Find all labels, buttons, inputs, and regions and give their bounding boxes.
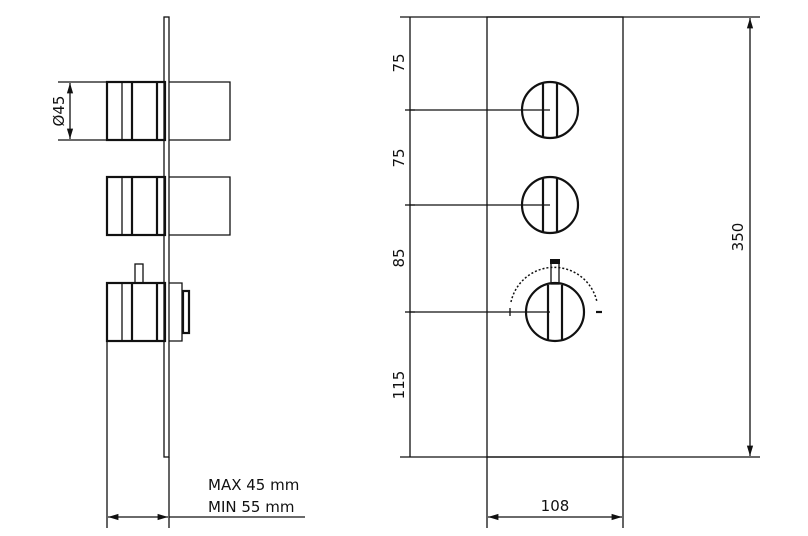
spacing-label-1: 75 [390, 53, 408, 72]
width-label: 108 [541, 497, 570, 515]
diameter-label: Ø45 [50, 96, 68, 127]
front-view: 350 75 75 85 115 [390, 16, 760, 528]
front-knob-2 [410, 175, 580, 235]
side-knob-1 [105, 80, 231, 142]
depth-max-label: MAX 45 mm [208, 476, 299, 494]
height-label: 350 [729, 223, 747, 252]
spacing-label-3: 85 [390, 248, 408, 267]
front-thermostat-knob [410, 259, 602, 343]
spacing-label-4: 115 [390, 371, 408, 400]
side-view: Ø45 MAX 45 mm MIN 55 mm [50, 16, 305, 528]
wall-plate-side [163, 16, 170, 458]
spacing-label-2: 75 [390, 148, 408, 167]
front-knob-1 [410, 80, 580, 140]
side-knob-2 [105, 175, 231, 237]
side-thermostat-knob [105, 263, 191, 343]
depth-min-label: MIN 55 mm [208, 498, 294, 516]
